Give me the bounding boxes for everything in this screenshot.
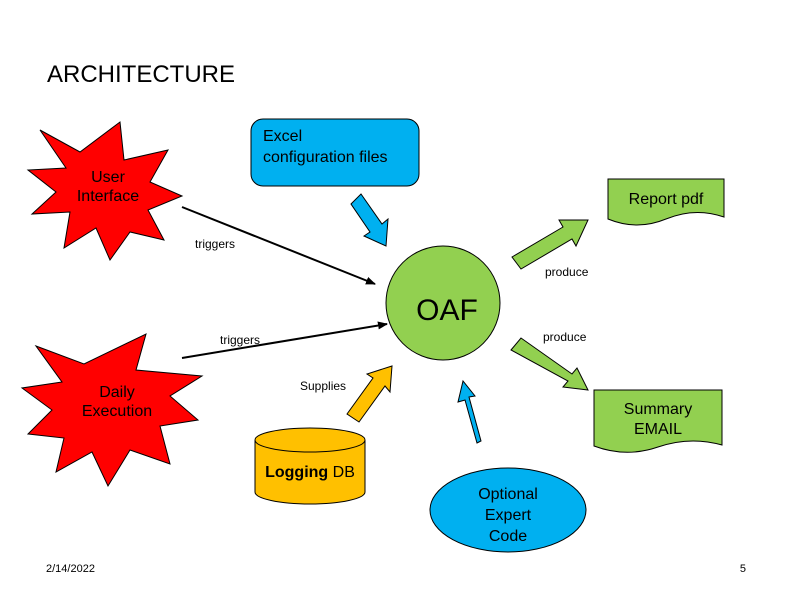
expert-code-to-oaf-arrow [457, 379, 482, 444]
oaf-to-report-arrow [511, 219, 589, 270]
summary-email-label-line2: EMAIL [634, 421, 682, 438]
excel-to-oaf-arrow [350, 193, 389, 247]
optional-expert-code-node: Optional Expert Code [429, 467, 587, 553]
logging-db-cylinder-body [254, 440, 366, 505]
optional-expert-code-label-line2: Expert [485, 507, 532, 524]
logging-db-label: Logging DB [265, 464, 355, 481]
triggers-label-top: triggers [195, 237, 235, 251]
daily-execution-label-line2: Execution [82, 403, 152, 420]
logging-db-to-oaf-arrow [346, 365, 393, 423]
logging-db-cylinder-top [254, 427, 366, 453]
logging-db-label-rest: DB [328, 464, 355, 481]
optional-expert-code-label-line3: Code [489, 528, 527, 545]
excel-config-label-line2: configuration files [263, 149, 388, 166]
slide-title: ARCHITECTURE [47, 61, 235, 88]
excel-config-node: Excel configuration files [250, 118, 420, 187]
supplies-label: Supplies [300, 379, 346, 393]
report-pdf-node: Report pdf [607, 178, 725, 226]
logging-db-node: Logging DB [254, 427, 366, 505]
report-pdf-document-shape [607, 178, 725, 226]
slide-date: 2/14/2022 [46, 563, 95, 575]
excel-config-label-line1: Excel [263, 128, 302, 145]
report-pdf-label: Report pdf [629, 191, 704, 208]
daily-execution-starburst [20, 333, 204, 488]
oaf-label: OAF [416, 294, 478, 327]
summary-email-document-shape [593, 389, 723, 453]
produce-label-bottom: produce [543, 330, 587, 344]
triggers-connector-bottom [181, 321, 388, 359]
produce-label-top: produce [545, 265, 589, 279]
daily-execution-label-line1: Daily [99, 384, 135, 401]
summary-email-label-line1: Summary [624, 401, 692, 418]
triggers-label-bottom: triggers [220, 333, 260, 347]
excel-config-box [250, 118, 420, 187]
daily-execution-node: Daily Execution [20, 333, 204, 488]
user-interface-starburst [26, 121, 184, 262]
oaf-node: OAF [385, 245, 501, 361]
user-interface-node: User Interface [26, 121, 184, 262]
triggers-connector-top [181, 206, 376, 285]
optional-expert-code-label-line1: Optional [478, 486, 538, 503]
user-interface-label-line2: Interface [77, 188, 139, 205]
oaf-to-summary-arrow [510, 337, 589, 391]
user-interface-label-line1: User [91, 169, 125, 186]
logging-db-label-bold: Logging [265, 464, 328, 481]
optional-expert-code-ellipse [429, 467, 587, 553]
summary-email-node: Summary EMAIL [593, 389, 723, 453]
slide-page-number: 5 [740, 563, 746, 575]
oaf-circle [385, 245, 501, 361]
